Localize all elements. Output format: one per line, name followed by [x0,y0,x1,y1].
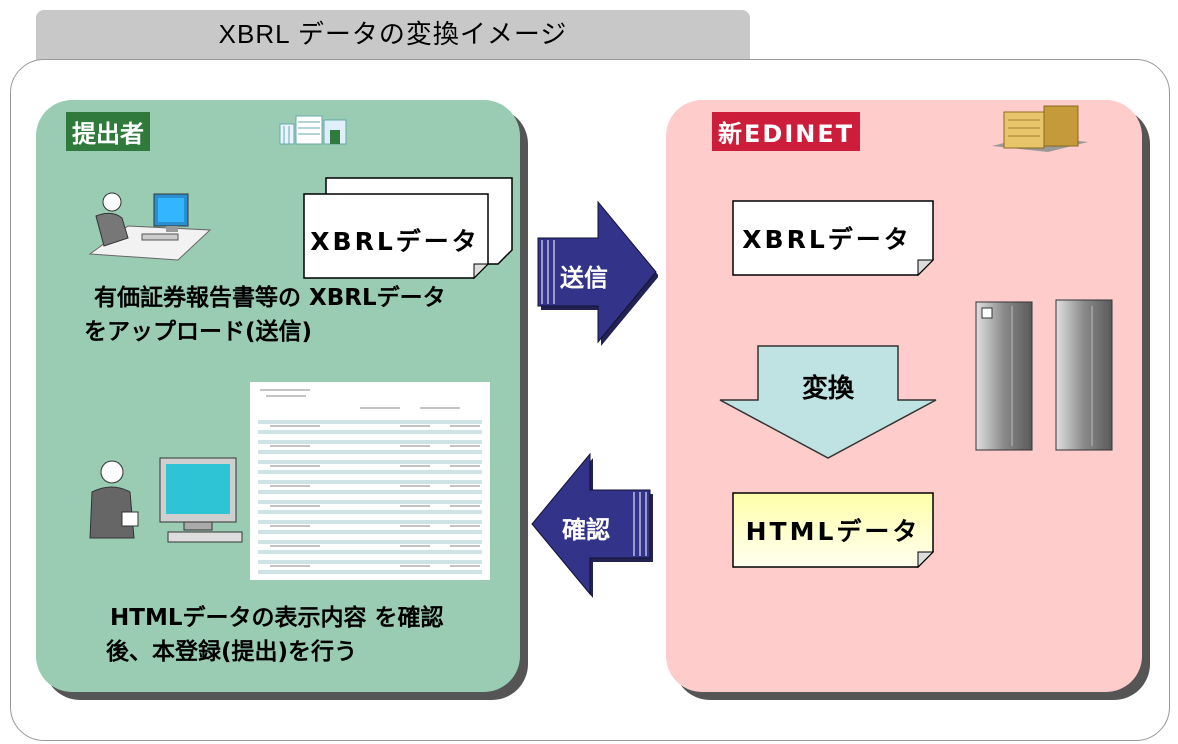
convert-arrow [719,345,937,459]
edinet-xbrl-doc-label: XBRLデータ [742,225,912,254]
review-caption-line2: 後、本登録(提出)を行う [106,639,358,665]
edinet-label: 新EDINET [712,112,861,151]
convert-label: 変換 [801,374,854,404]
html-doc-icon [732,492,934,568]
person-reviewing-icon [89,457,243,543]
confirm-label: 確認 [562,516,610,544]
edinet-xbrl-doc-icon [732,200,934,276]
datacenter-building-icon [992,105,1088,152]
person-at-computer-icon [88,192,212,261]
html-doc-label: HTMLデータ [745,517,921,546]
diagram-title: XBRL データの変換イメージ [218,19,568,49]
submitter-xbrl-doc-label: XBRLデータ [310,227,480,256]
xbrl-doc-stack-icon [303,177,513,280]
upload-caption-line2: をアップロード(送信) [84,319,313,345]
send-arrow [537,200,658,346]
title-tab [36,10,750,60]
review-caption-line1: HTMLデータの表示内容 を確認 [110,605,444,631]
submitter-label: 提出者 [66,112,150,151]
confirm-arrow [531,452,653,598]
upload-caption-line1: 有価証券報告書等の XBRLデータ [94,285,446,311]
building-icon [279,115,347,145]
html-report-thumbnail [250,382,490,580]
send-label: 送信 [560,264,608,292]
server-icon [975,299,1113,451]
